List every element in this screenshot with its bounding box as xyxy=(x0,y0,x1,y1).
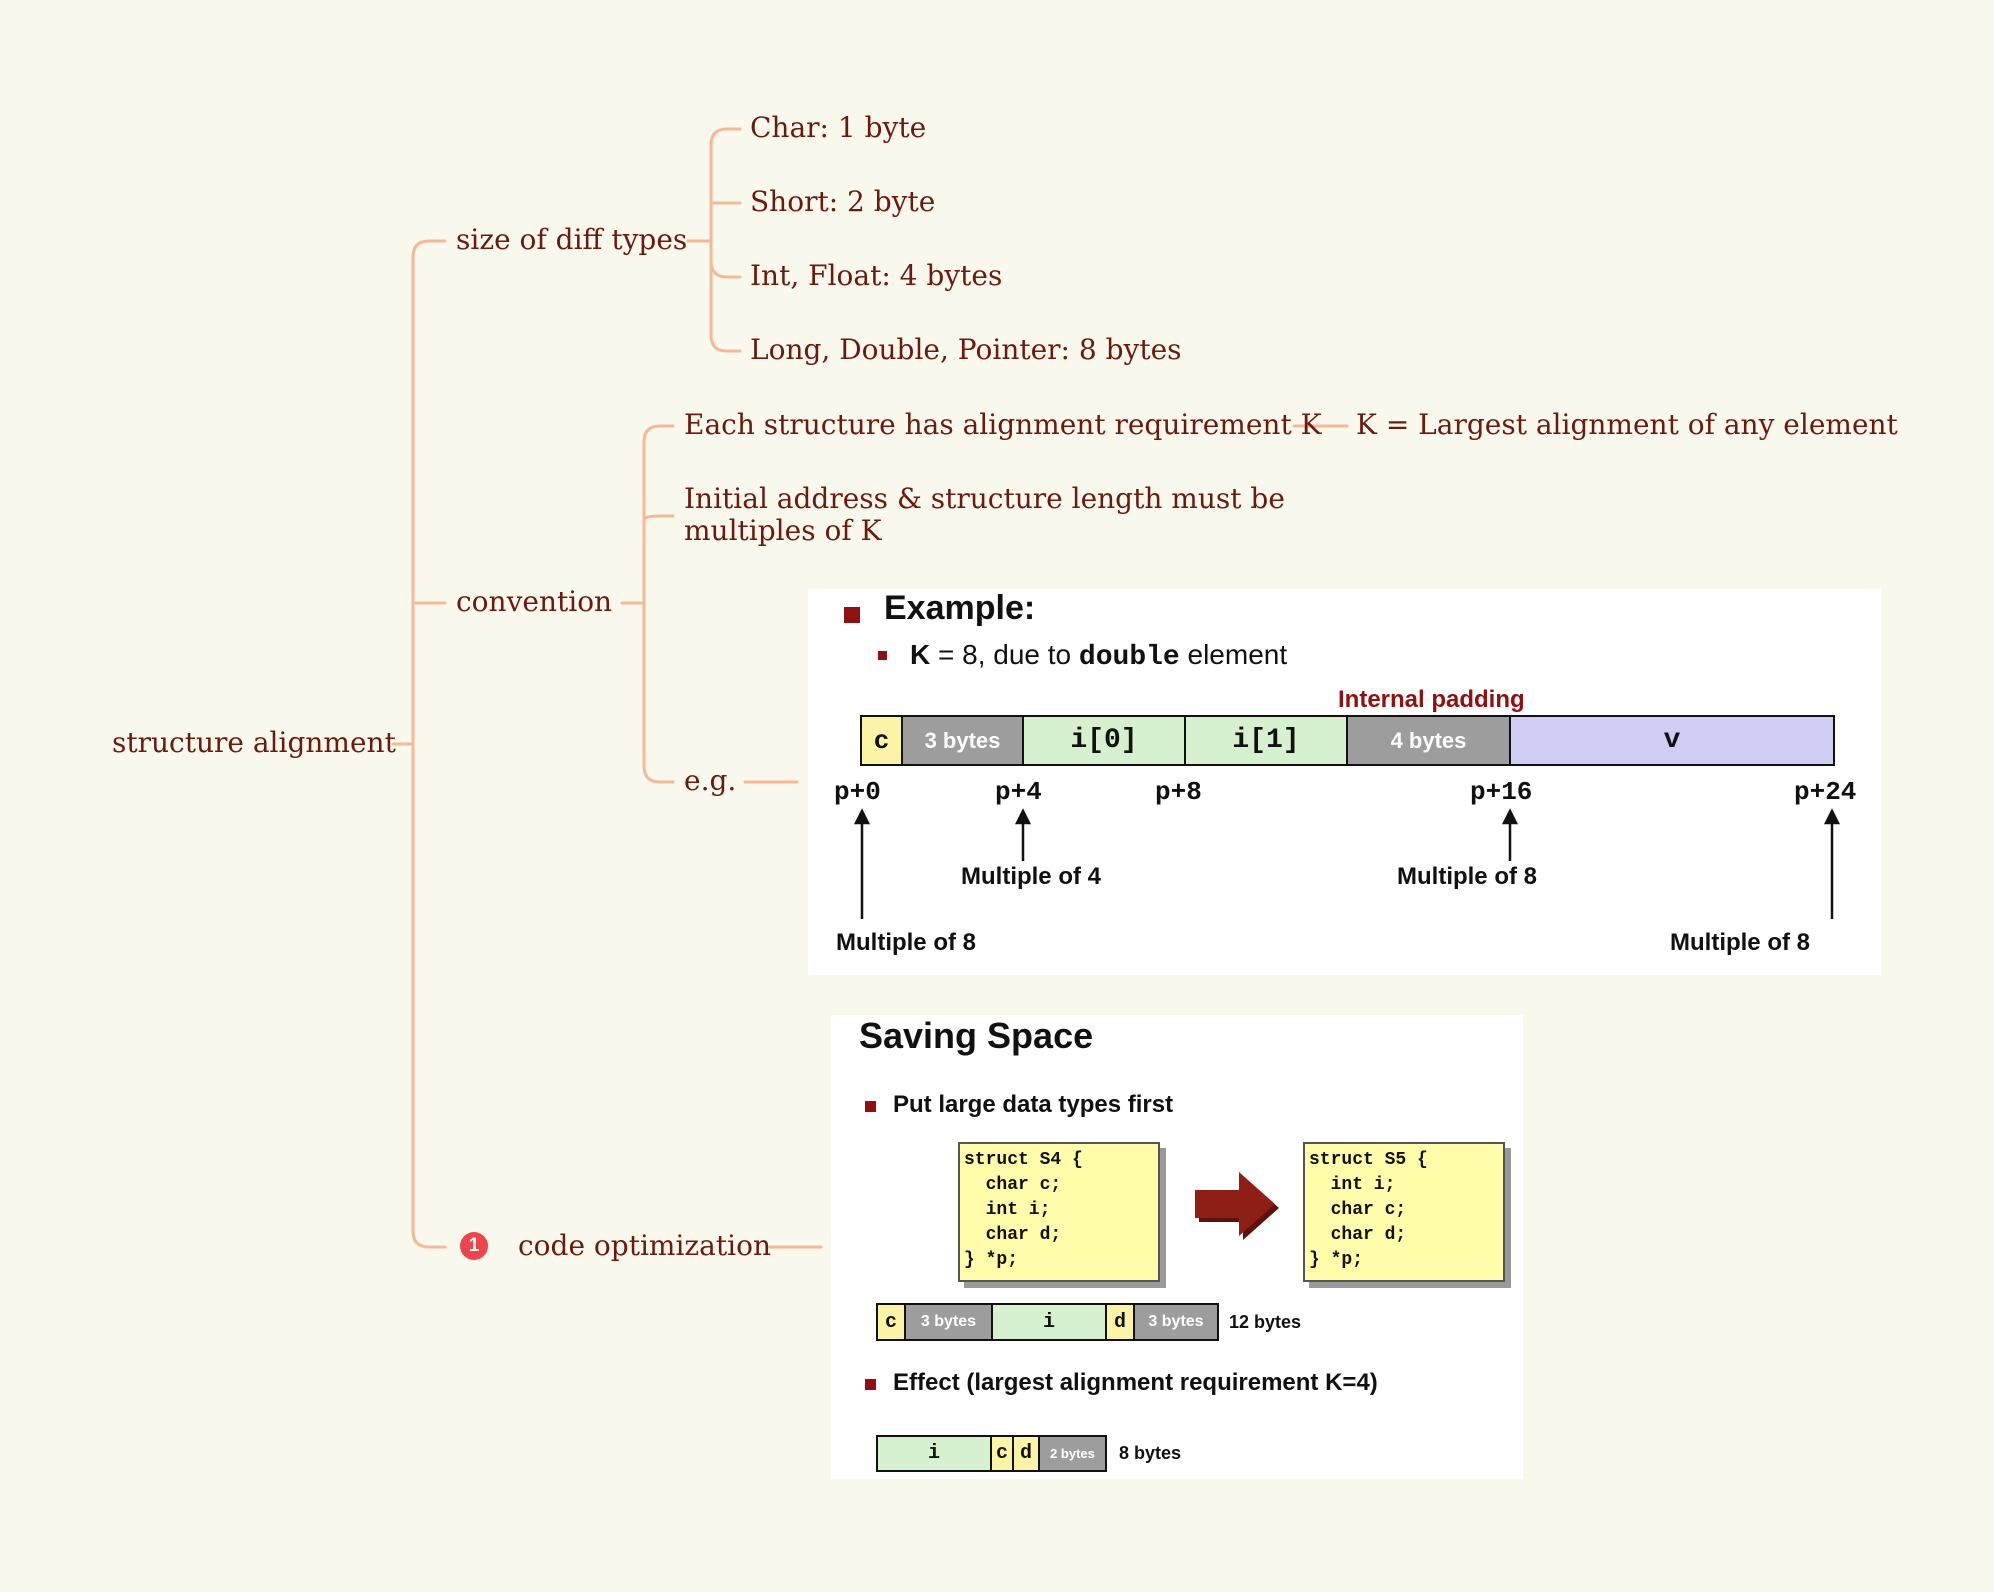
initial-address-line-2: multiples of K xyxy=(684,514,882,548)
cell-padding-3: 3 bytes xyxy=(903,717,1024,764)
note-multiple-of-4: Multiple of 4 xyxy=(961,863,1101,890)
bullet-square xyxy=(865,1379,876,1390)
leaf-int-float-size[interactable]: Int, Float: 4 bytes xyxy=(750,259,1003,292)
branch-convention[interactable]: convention xyxy=(456,585,613,618)
cell-i1: i[1] xyxy=(1186,717,1348,764)
root-node[interactable]: structure alignment xyxy=(112,726,396,759)
s4-cell-i: i xyxy=(993,1305,1107,1339)
bullet-effect: Effect (largest alignment requirement K=… xyxy=(893,1369,1378,1396)
struct-layout-bar: c 3 bytes i[0] i[1] 4 bytes v xyxy=(860,715,1835,766)
offset-p16: p+16 xyxy=(1470,777,1533,807)
cell-v: v xyxy=(1511,717,1833,764)
s4-cell-padding-3a: 3 bytes xyxy=(906,1305,993,1339)
internal-padding-label: Internal padding xyxy=(1338,686,1525,713)
example-title: Example: xyxy=(884,589,1036,627)
s5-cell-padding-2: 2 bytes xyxy=(1040,1437,1105,1470)
bullet-large-types-first: Put large data types first xyxy=(893,1091,1174,1118)
double-keyword: double xyxy=(1078,642,1180,673)
s4-cell-padding-3b: 3 bytes xyxy=(1135,1305,1217,1339)
s4-size-label: 12 bytes xyxy=(1229,1312,1302,1332)
saving-space-title: Saving Space xyxy=(859,1015,1094,1056)
branch-size-of-types[interactable]: size of diff types xyxy=(456,223,688,256)
s4-cell-c: c xyxy=(878,1305,906,1339)
s5-cell-i: i xyxy=(878,1437,992,1470)
bullet-square xyxy=(844,607,860,623)
s5-cell-c: c xyxy=(992,1437,1014,1470)
right-arrow-icon xyxy=(1195,1172,1279,1240)
leaf-k-definition[interactable]: K = Largest alignment of any element xyxy=(1356,408,1898,441)
cell-i0: i[0] xyxy=(1024,717,1186,764)
k-end-text: element xyxy=(1179,639,1288,670)
leaf-char-size[interactable]: Char: 1 byte xyxy=(750,111,927,144)
bullet-square xyxy=(865,1101,876,1112)
code-struct-s4: struct S4 { char c; int i; char d;} *p; xyxy=(958,1142,1160,1282)
leaf-alignment-requirement[interactable]: Each structure has alignment requirement… xyxy=(684,408,1322,441)
s5-layout-bar: i c d 2 bytes xyxy=(876,1435,1107,1472)
sub-bullet-square xyxy=(878,651,887,660)
priority-1-icon: 1 xyxy=(460,1232,488,1261)
note-multiple-of-8-p0: Multiple of 8 xyxy=(836,929,976,956)
note-multiple-of-8-p16: Multiple of 8 xyxy=(1397,863,1537,890)
offset-p24: p+24 xyxy=(1794,777,1857,807)
code-optimization-label: code optimization xyxy=(518,1229,771,1262)
example-image: Example: K = 8, due to double element In… xyxy=(808,589,1881,975)
cell-padding-4: 4 bytes xyxy=(1348,717,1511,764)
offset-p4: p+4 xyxy=(995,777,1042,807)
leaf-example[interactable]: e.g. xyxy=(684,764,737,797)
leaf-long-double-pointer-size[interactable]: Long, Double, Pointer: 8 bytes xyxy=(750,333,1182,366)
k-equals-line: K = 8, due to double element xyxy=(910,639,1287,673)
s5-cell-d: d xyxy=(1014,1437,1040,1470)
cell-c: c xyxy=(862,717,903,764)
leaf-short-size[interactable]: Short: 2 byte xyxy=(750,185,936,218)
code-struct-s5: struct S5 { int i; char c; char d;} *p; xyxy=(1303,1142,1505,1282)
note-multiple-of-8-p24: Multiple of 8 xyxy=(1670,929,1810,956)
initial-address-line-1: Initial address & structure length must … xyxy=(684,482,1285,515)
branch-code-optimization[interactable]: 1 code optimization xyxy=(460,1229,771,1262)
s5-size-label: 8 bytes xyxy=(1119,1443,1182,1463)
offset-p0: p+0 xyxy=(834,777,881,807)
k-mid-text: = 8, due to xyxy=(930,639,1079,670)
offset-arrows xyxy=(853,808,1841,919)
saving-space-image: Saving Space Put large data types first … xyxy=(831,1015,1523,1479)
s4-layout-bar: c 3 bytes i d 3 bytes xyxy=(876,1303,1219,1341)
leaf-initial-address-rule[interactable]: Initial address & structure length must … xyxy=(684,482,1285,548)
k-symbol: K xyxy=(910,639,931,670)
s4-cell-d: d xyxy=(1107,1305,1135,1339)
offset-p8: p+8 xyxy=(1155,777,1202,807)
